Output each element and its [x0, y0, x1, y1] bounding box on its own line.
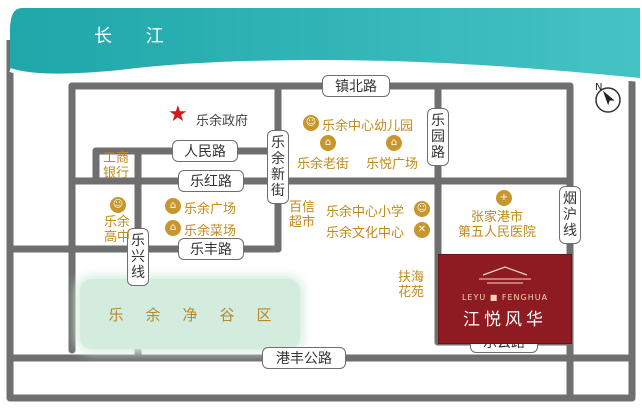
primary-school-icon: ☺ — [414, 201, 430, 217]
baixin-label: 百信 超市 — [289, 200, 315, 230]
road-label-lexing-char: 线 — [131, 265, 145, 281]
road-label-leyuan-char: 乐 — [431, 113, 445, 129]
kindergarten-label: 乐余中心幼儿园 — [322, 119, 414, 134]
road-label-gangfeng: 港丰公路 — [262, 347, 346, 369]
government-label: 乐余政府 — [196, 114, 249, 129]
road-label-lexing-char: 兴 — [131, 249, 145, 265]
vegetable-market-icon: ⌂ — [165, 220, 181, 236]
project-subtitle: LEYU ■ FENGHUA — [461, 293, 549, 302]
high-school-icon: ☺ — [110, 197, 126, 213]
leyue-plaza-label: 乐悦广场 — [366, 157, 419, 172]
svg-text:N: N — [595, 82, 602, 93]
road-label-zhenbei: 镇北路 — [322, 75, 390, 97]
leyu-plaza-label: 乐余广场 — [184, 202, 237, 217]
hospital-label-line: 张家港市 — [471, 210, 524, 225]
baixin-label-line: 超市 — [289, 215, 316, 230]
high-school-label-line: 高中 — [104, 230, 131, 245]
fuhai-label-line: 扶海 — [398, 270, 425, 285]
road-label-leyuan: 乐 园 路 — [427, 108, 449, 166]
hospital-label-line: 第五人民医院 — [458, 225, 537, 240]
fuhai-label-line: 花苑 — [398, 285, 425, 300]
high-school-label: 乐余 高中 — [104, 215, 130, 245]
star-icon: ★ — [168, 102, 188, 127]
road-label-leyuan-char: 路 — [431, 145, 445, 161]
compass-icon: N — [595, 82, 621, 113]
road-label-leyuxinjie-char: 乐 — [271, 135, 285, 151]
road-label-leyuxinjie: 乐 余 新 街 — [267, 130, 289, 204]
project-marker: LEYU ■ FENGHUA 江悦风华 — [438, 254, 572, 344]
primary-school-label: 乐余中心小学 — [326, 205, 405, 220]
road-label-leyuxinjie-char: 新 — [271, 167, 285, 183]
icbc-label: 工商 银行 — [103, 151, 129, 181]
river-label: 长 江 — [94, 26, 178, 47]
culture-center-label: 乐余文化中心 — [326, 226, 405, 241]
road-label-yanhu-char: 线 — [563, 223, 577, 239]
park-label: 乐余净谷区 — [108, 305, 294, 324]
road-label-lexing: 乐 兴 线 — [127, 228, 149, 286]
baixin-label-line: 百信 — [289, 200, 316, 215]
leyu-plaza-icon: ⌂ — [165, 198, 181, 214]
road-label-lexing-char: 乐 — [131, 233, 145, 249]
project-name: 江悦风华 — [463, 310, 547, 330]
road-label-yanhu: 烟 沪 线 — [559, 186, 581, 244]
old-street-label: 乐余老街 — [297, 157, 350, 172]
hospital-icon: + — [496, 190, 512, 206]
river-shore — [9, 59, 641, 82]
project-gate-icon — [479, 266, 531, 284]
map-frame — [6, 40, 636, 402]
road-label-leyuxinjie-char: 余 — [271, 151, 285, 167]
high-school-label-line: 乐余 — [104, 215, 131, 230]
icbc-label-line: 银行 — [103, 166, 130, 181]
road-label-yanhu-char: 沪 — [563, 207, 577, 223]
road-label-leyuan-char: 园 — [431, 129, 445, 145]
road-label-lefeng: 乐丰路 — [178, 238, 244, 260]
vegetable-market-label: 乐余菜场 — [184, 224, 237, 239]
road-label-renmin: 人民路 — [172, 140, 238, 162]
old-street-icon: ⌂ — [320, 135, 336, 151]
hospital-label: 张家港市 第五人民医院 — [458, 210, 536, 240]
culture-center-icon: ✕ — [414, 222, 430, 238]
river-band — [10, 8, 640, 80]
kindergarten-icon: ☺ — [303, 115, 319, 131]
road-label-lehong: 乐红路 — [178, 170, 244, 192]
icbc-label-line: 工商 — [103, 151, 130, 166]
fuhai-label: 扶海 花苑 — [398, 270, 424, 300]
road-label-yanhu-char: 烟 — [563, 191, 577, 207]
road-label-leyuxinjie-char: 街 — [271, 183, 285, 199]
leyue-plaza-icon: ⌂ — [386, 135, 402, 151]
park-area: 乐余净谷区 — [80, 279, 300, 349]
